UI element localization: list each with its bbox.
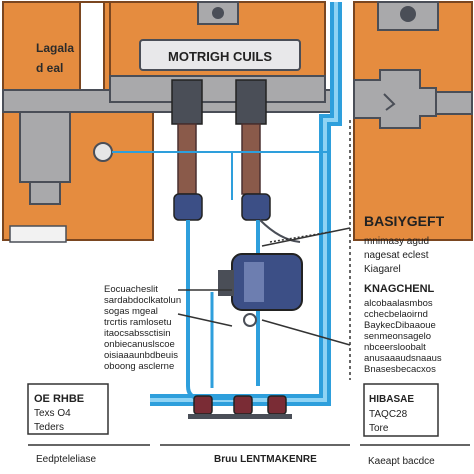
valve-left [173,193,203,221]
right-note-line-6: anusaaaudsnaaus [364,353,442,364]
left-block-label-2: d eal [36,61,63,75]
left-note-line-1: Eocuacheslit [104,284,158,295]
right-note-line-5: nbceersloobalt [364,342,426,353]
left-block-label-1: Lagala [36,41,74,55]
bottom-right-box: HIBASAE TAQC28 Tore [363,383,439,437]
right-note-line-3: BaykecDibaaoue [364,320,436,331]
housing-title: MOTRIGH CUILS [168,49,272,64]
bottom-left-box-line-1: OE RHBE [34,393,84,405]
right-heading: BASIYGEFT [364,213,445,229]
right-note-line-7: Bnasesbecacxos [364,364,436,375]
right-subtext-1: mnimasy agud [364,236,429,247]
bottom-left-caption: Eedpteleliase [36,454,96,465]
left-note-line-4: trcrtis ramlosetu [104,317,172,328]
left-note-line-7: oisiaaaunbdbeuis [104,350,178,361]
bottom-right-caption: Kaeapt bacdce [368,456,435,467]
right-orange-unit [353,1,473,241]
bottom-right-box-line-3: Tore [369,423,389,434]
bottom-left-box-line-3: Teders [34,422,64,433]
right-note: alcobaalasmboscchecbelaoirndBaykecDibaao… [364,298,442,375]
valve-right [241,193,271,221]
right-note-heading: KNAGCHENL [364,283,435,295]
bottom-fittings [188,395,292,419]
bottom-right-box-line-2: TAQC28 [369,409,408,420]
feed-pipes [171,79,271,221]
bottom-left-box-line-2: Texs O4 [34,408,71,419]
left-note-line-2: sardabdoclkatolun [104,295,181,306]
right-note-line-4: senmeonsagelo [364,331,431,342]
bolt-icon [93,142,113,162]
right-subtext-3: Kiagarel [364,264,401,275]
central-housing: MOTRIGH CUILS [109,1,326,103]
small-tag [9,225,67,243]
right-subtext-2: nagesat eclest [364,250,429,261]
left-note-line-3: sogas mgeal [104,306,158,317]
left-note-line-6: onbiecanuslscoe [104,339,175,350]
left-note-line-5: itaocsabssctisin [104,328,171,339]
callout-lines [177,120,351,380]
left-note-line-8: oboong asclerne [104,361,174,372]
right-note-line-2: cchecbelaoirnd [364,309,428,320]
bottom-right-box-line-1: HIBASAE [369,394,414,405]
right-note-line-1: alcobaalasmbos [364,298,433,309]
bottom-mid-caption: Bruu LENTMAKENRE [214,454,317,465]
bottom-left-box: OE RHBE Texs O4 Teders [27,383,109,435]
